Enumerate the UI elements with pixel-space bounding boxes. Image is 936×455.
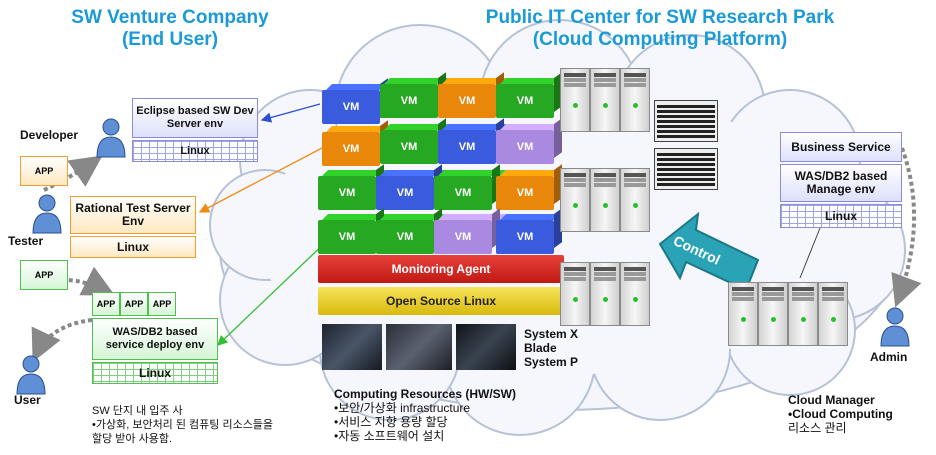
vm-r1c3: VM [438,84,496,118]
left-note-line3: 할당 받아 사용함. [92,433,173,445]
vm-r3c2: VM [376,176,434,210]
server-a3 [620,68,650,132]
left-note-line1: SW 단지 내 입주 사 [92,405,183,417]
dashed-arrow-dev [43,155,103,192]
center-note-line1: Computing Resources (HW/SW) [334,387,516,401]
label-blade: Blade [524,341,557,355]
server-a1 [560,68,590,132]
dev-linux-box: Linux [132,140,258,162]
right-note-line1: Cloud Manager [788,393,875,407]
developer-label: Developer [20,128,79,142]
tester-icon [32,194,62,234]
mgr-server-3 [788,282,818,346]
tester-label: Tester [8,234,44,248]
server-c2 [590,262,620,326]
left-note-line2: •가상화, 보안처리 된 컴퓨팅 리소스들을 [92,419,274,431]
server-c3 [620,262,650,326]
hardware-photo-1 [322,324,382,370]
server-b1 [560,168,590,232]
right-note-line2: •Cloud Computing [788,407,893,421]
vm-r2c1: VM [322,132,380,166]
vm-r4c2: VM [376,220,434,254]
dev-env-box: Eclipse based SW Dev Server env [132,98,258,138]
right-title-line2: (Cloud Computing Platform) [532,29,788,50]
manager-linux-box: Linux [780,204,902,228]
center-note: Computing Resources (HW/SW) •보안/가상화 infr… [334,387,516,443]
rack-unit-1 [654,100,718,142]
open-source-linux-bar: Open Source Linux [318,287,564,315]
center-note-line2: •보안/가상화 infrastructure [334,401,471,415]
developer-icon [96,118,126,158]
app-box-developer: APP [20,156,68,186]
mgr-server-1 [728,282,758,346]
server-b3 [620,168,650,232]
user-label: User [14,393,41,407]
left-note: SW 단지 내 입주 사 •가상화, 보안처리 된 컴퓨팅 리소스들을 할당 받… [92,404,273,446]
manage-env-box: WAS/DB2 based Manage env [780,164,902,202]
server-a2 [590,68,620,132]
business-service-box: Business Service [780,132,902,162]
server-b2 [590,168,620,232]
right-note: Cloud Manager •Cloud Computing 리소스 관리 [788,393,893,435]
app-box-deploy-1: APP [92,292,120,316]
mgr-server-4 [818,282,848,346]
vm-r1c2: VM [380,84,438,118]
left-title: SW Venture Company (End User) [30,7,310,51]
vm-r3c4: VM [496,176,554,210]
left-title-line2: (End User) [121,29,219,50]
admin-icon [880,307,910,347]
vm-r2c2: VM [380,130,438,164]
mgr-server-2 [758,282,788,346]
right-title-line1: Public IT Center for SW Research Park [485,7,835,28]
arrow-deploy [217,237,331,346]
control-arrow [658,211,760,292]
dashed-arrow-user [31,318,93,363]
vm-r3c1: VM [318,176,376,210]
user-icon [16,355,46,395]
server-c1 [560,262,590,326]
vm-r4c1: VM [318,220,376,254]
center-note-line3: •서비스 지향 용량 할당 [334,415,448,429]
vm-r4c3: VM [434,220,492,254]
hardware-photo-2 [386,324,452,370]
right-note-line3: 리소스 관리 [788,421,847,435]
test-linux-box: Linux [70,236,196,258]
vm-r2c3: VM [438,130,496,164]
right-title: Public IT Center for SW Research Park (C… [440,7,880,51]
hardware-photo-3 [456,324,516,370]
deploy-linux-box: Linux [92,362,218,384]
left-title-line1: SW Venture Company [71,7,269,28]
vm-r1c4: VM [496,84,554,118]
deploy-env-box: WAS/DB2 based service deploy env [92,318,218,360]
label-system-p: System P [524,355,579,369]
app-box-deploy-3: APP [148,292,176,316]
app-box-tester: APP [20,260,68,290]
hardware-labels: System X Blade System P [524,327,578,369]
vm-r3c3: VM [434,176,492,210]
label-system-x: System X [524,327,579,341]
center-note-line4: •자동 소프트웨어 설치 [334,429,445,443]
vm-r4c4: VM [496,220,554,254]
arrow-test [198,147,323,213]
rack-unit-2 [654,148,718,190]
vm-r2c4: VM [496,130,554,164]
arrow-dev [260,103,321,123]
dashed-arrow-tester [47,266,116,296]
manager-link [799,227,821,279]
app-box-deploy-2: APP [120,292,148,316]
monitoring-agent-bar: Monitoring Agent [318,255,564,283]
test-env-box: Rational Test Server Env [70,196,196,234]
vm-r1c1: VM [322,90,380,124]
dashed-arrow-admin [891,147,922,308]
admin-label: Admin [870,350,908,364]
